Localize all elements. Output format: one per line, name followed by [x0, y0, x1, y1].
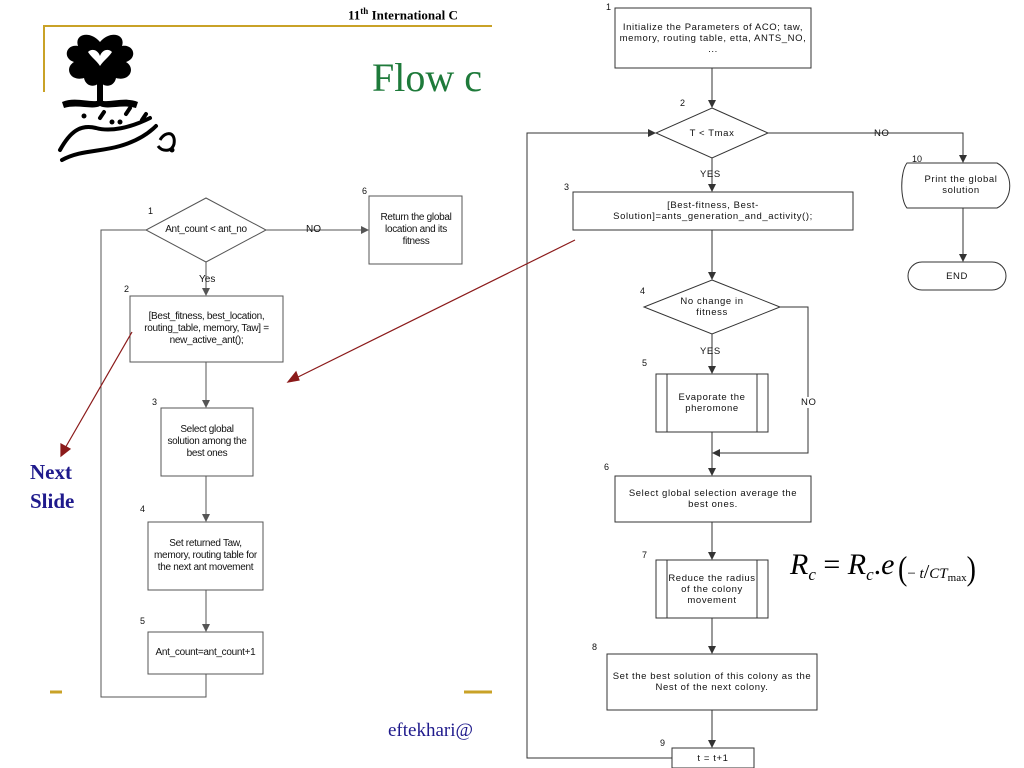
left-step-number: 2	[124, 284, 130, 294]
right-step-number: 9	[660, 738, 666, 748]
colony-radius-equation: Rc = Rc.e (− t/CTmax)	[790, 548, 976, 588]
right-box-6-label: Select global selection average the best…	[628, 488, 798, 510]
right-step-number: 5	[642, 358, 648, 368]
right-end-terminal	[907, 261, 1007, 291]
left-no-label: NO	[306, 224, 321, 235]
right-box-1-label: Initialize the Parameters of ACO; taw, m…	[619, 21, 807, 55]
left-loop-line	[100, 229, 207, 698]
left-box-5	[147, 631, 264, 675]
left-step-number: 3	[152, 397, 158, 407]
right-box-10	[901, 162, 1011, 209]
left-box-2	[129, 295, 284, 363]
equation-exponent: (− t/CTmax)	[898, 550, 976, 588]
gold-frame-line	[43, 25, 492, 92]
right-step-number: 4	[640, 286, 646, 296]
right-box-9-label: t = t+1	[697, 752, 729, 764]
left-box-3	[160, 407, 254, 477]
right-box-7	[655, 559, 769, 619]
slide-title: Flow c	[372, 55, 482, 100]
right-step-number: 3	[564, 182, 570, 192]
left-box-4-label: Set returned Taw, memory, routing table …	[154, 538, 257, 573]
next-slide-arrow	[63, 331, 133, 451]
right-yes-label-2: YES	[700, 346, 721, 357]
right-box-1	[614, 7, 812, 69]
conference-header: 11th International C	[348, 6, 458, 23]
right-no-label-2: NO	[800, 397, 818, 408]
right-step-number: 8	[592, 642, 598, 652]
right-box-5-label: Evaporate the pheromone	[678, 392, 746, 414]
university-logo-icon	[58, 34, 176, 162]
email-footer: eftekhari@	[388, 720, 474, 741]
right-step-number: 2	[680, 98, 686, 108]
left-box-6-label: Return the global location and its fitne…	[380, 212, 452, 247]
right-no-label-1: NO	[874, 128, 890, 139]
left-step-number: 1	[148, 206, 154, 216]
left-box-5-label: Ant_count=ant_count+1	[155, 647, 256, 658]
right-box-5	[655, 373, 769, 433]
left-step-number: 5	[140, 616, 146, 626]
right-yes-label-1: YES	[700, 169, 721, 180]
left-yes-label: Yes	[199, 274, 216, 285]
right-box-7-label: Reduce the radius of the colony movement	[668, 572, 756, 606]
flow-link-arrow	[293, 239, 576, 380]
right-box-10-label: Print the global solution	[924, 174, 998, 196]
right-decision-2-label: T < Tmax	[689, 127, 735, 139]
left-box-2-label: [Best_fitness, best_location, routing_ta…	[144, 311, 269, 346]
left-box-6	[368, 195, 463, 265]
left-decision-1-label: Ant_count < ant_no	[165, 224, 247, 235]
right-no-line-1	[768, 132, 964, 156]
right-end-label: END	[946, 270, 968, 282]
left-step-number: 6	[362, 186, 368, 196]
right-step-number: 6	[604, 462, 610, 472]
right-box-8-label: Set the best solution of this colony as …	[612, 671, 812, 693]
right-step-number: 10	[912, 154, 923, 164]
left-box-3-label: Select global solution among the best on…	[167, 424, 247, 459]
right-box-3-label: [Best-fitness, Best-Solution]=ants_gener…	[613, 200, 813, 222]
right-decision-4-label: No change in fitness	[680, 296, 744, 318]
right-step-number: 7	[642, 550, 648, 560]
right-box-3	[572, 191, 854, 231]
right-no-line-2	[719, 306, 809, 454]
right-box-6	[614, 475, 812, 523]
left-step-number: 4	[140, 504, 146, 514]
left-box-4	[147, 521, 264, 591]
right-step-number: 1	[606, 2, 612, 12]
right-loop-line	[526, 132, 672, 759]
